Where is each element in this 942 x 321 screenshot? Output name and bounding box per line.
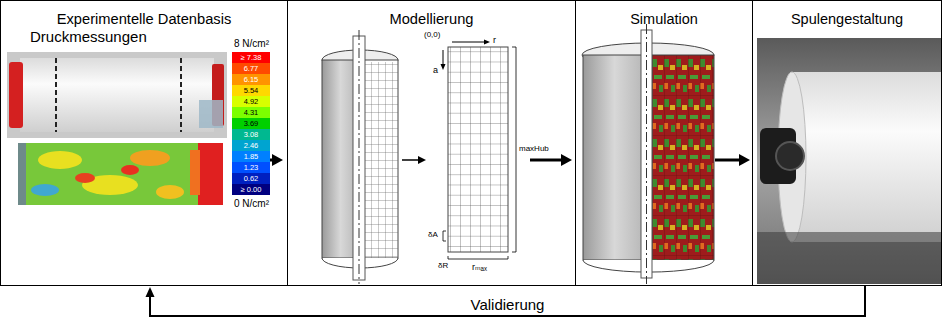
panel-title: Simulation: [576, 10, 752, 28]
model-arrow: [402, 156, 426, 164]
pressure-map: [18, 143, 223, 205]
arrow-head: [272, 154, 283, 166]
panel-title: Spulengestaltung: [753, 10, 941, 28]
stage-panel: Spulengestaltung: [752, 0, 942, 286]
annotation: (0,0): [424, 31, 440, 40]
scale-value: 1.85: [232, 151, 270, 162]
connector-line: [530, 159, 562, 162]
scale-value: ≥ 7.38: [232, 52, 270, 63]
scale-value: ≥ 0.00: [232, 184, 270, 195]
stage-panel: Simulation: [575, 0, 753, 286]
arrow-head: [146, 287, 155, 297]
arrow-head: [561, 154, 572, 166]
cylinder-model: [322, 30, 398, 284]
scale-value: 5.54: [232, 85, 270, 96]
bobbin-photo: [7, 52, 227, 138]
scale-value: 1.23: [232, 162, 270, 173]
annotation: a: [433, 66, 438, 76]
flow-arrow: [715, 154, 750, 166]
scale-value: 2.46: [232, 140, 270, 151]
connector-line: [715, 159, 740, 162]
scale-value: 6.77: [232, 63, 270, 74]
annotation: δR: [438, 262, 448, 271]
flow-arrow: [258, 154, 283, 166]
annotation: 8 N/cm²: [234, 38, 269, 49]
panel-title: Modellierung: [288, 10, 575, 28]
scale-value: 4.92: [232, 96, 270, 107]
grid-model: [441, 40, 517, 260]
annotation: rₘₐₓ: [472, 263, 487, 273]
stage-panel: Experimentelle Datenbasis: [0, 0, 288, 286]
flow-arrow: [530, 154, 572, 166]
scale-value: 3.69: [232, 118, 270, 129]
flow-arrow: [146, 286, 866, 316]
stage-panel: Modellierung: [287, 0, 576, 286]
arrow-head: [739, 154, 750, 166]
scale-value: 3.08: [232, 129, 270, 140]
annotation: maxHub: [519, 145, 549, 154]
edge-label: Validierung: [468, 296, 548, 314]
panel-title: Experimentelle Datenbasis: [1, 10, 287, 28]
annotation: r: [493, 36, 496, 46]
scale-value: 4.31: [232, 107, 270, 118]
winding-photo: [757, 38, 941, 284]
annotation: 0 N/cm²: [234, 198, 269, 209]
scale-value: 6.15: [232, 74, 270, 85]
simulation-cylinder: [582, 24, 714, 284]
annotation: Druckmessungen: [30, 29, 147, 46]
connector-line: [258, 159, 273, 162]
connector-line: [150, 286, 865, 316]
scale-value: 0.62: [232, 173, 270, 184]
annotation: δA: [428, 231, 438, 240]
